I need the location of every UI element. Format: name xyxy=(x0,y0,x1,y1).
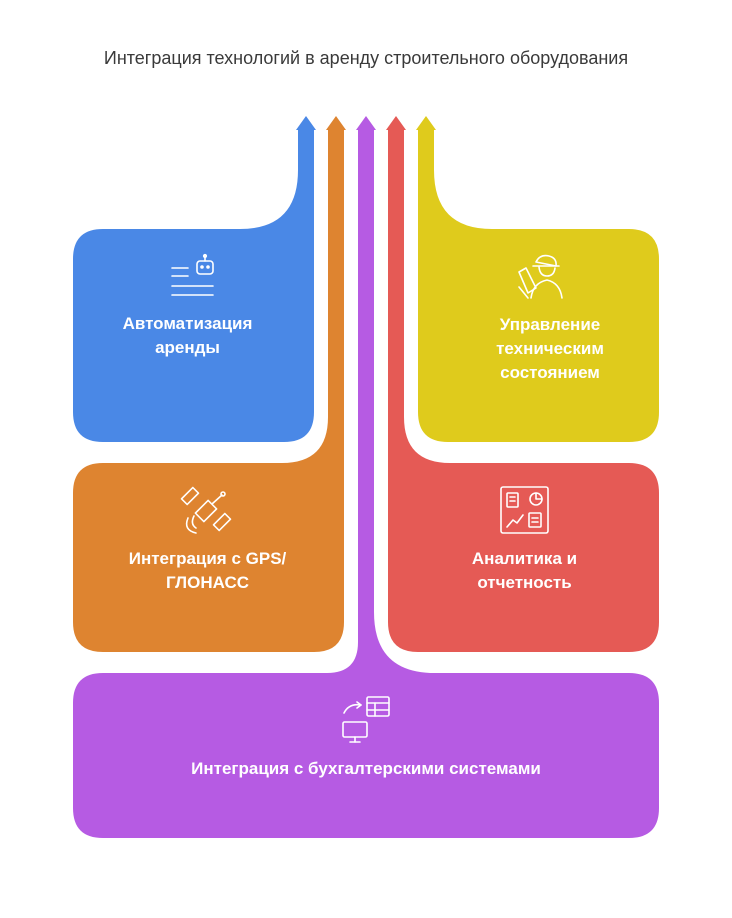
analytics-label: Аналитика и отчетность xyxy=(471,549,578,592)
card-maintenance xyxy=(418,130,659,442)
arrow-head-yellow xyxy=(416,116,436,130)
automation-label: Автоматизация аренды xyxy=(122,314,253,357)
maintenance-label: Управление техническим состоянием xyxy=(496,315,604,382)
card-accounting xyxy=(73,130,659,838)
worker-icon xyxy=(518,254,563,299)
arrow-head-blue xyxy=(296,116,316,130)
card-gps xyxy=(73,130,344,652)
card-analytics xyxy=(388,130,659,652)
dashboard-icon xyxy=(500,486,549,534)
arrow-head-purple xyxy=(356,116,376,130)
sync-computer-table-icon xyxy=(342,696,390,743)
arrow-head-orange xyxy=(326,116,346,130)
gps-label: Интеграция с GPS/ ГЛОНАСС xyxy=(128,549,287,592)
robot-list-icon xyxy=(171,253,214,296)
accounting-label: Интеграция с бухгалтерскими системами xyxy=(191,759,541,778)
satellite-icon xyxy=(180,486,232,534)
page-title: Интеграция технологий в аренду строитель… xyxy=(103,48,629,68)
arrow-head-red xyxy=(386,116,406,130)
